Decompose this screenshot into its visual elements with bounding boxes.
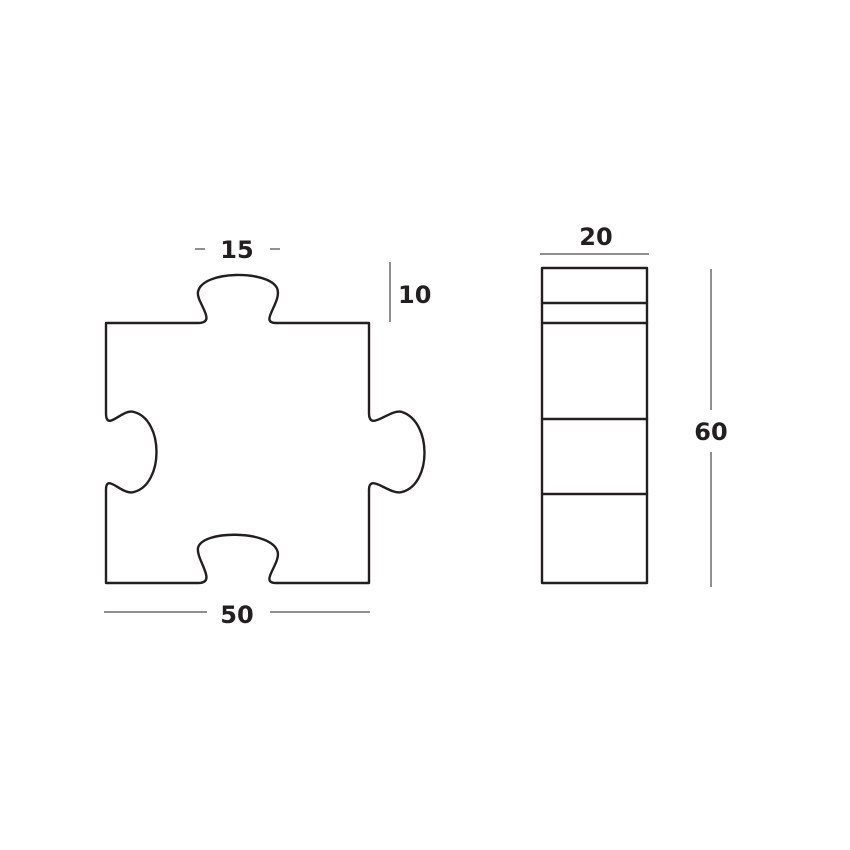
dim-depth-label: 20	[579, 223, 612, 251]
dim-tab-width-label: 15	[220, 236, 253, 264]
dim-tab-height: 10	[389, 262, 431, 322]
dim-height-label: 60	[694, 418, 727, 446]
stack-outline	[540, 266, 649, 585]
dim-height: 60	[694, 269, 728, 587]
dim-piece-width: 50	[104, 601, 370, 629]
dim-piece-width-label: 50	[220, 601, 253, 629]
dim-depth: 20	[540, 223, 649, 255]
dim-tab-width: 15	[195, 236, 280, 264]
puzzle-piece-outline	[104, 273, 426, 585]
dim-tab-height-label: 10	[398, 281, 431, 309]
stack-side-view	[540, 266, 649, 585]
